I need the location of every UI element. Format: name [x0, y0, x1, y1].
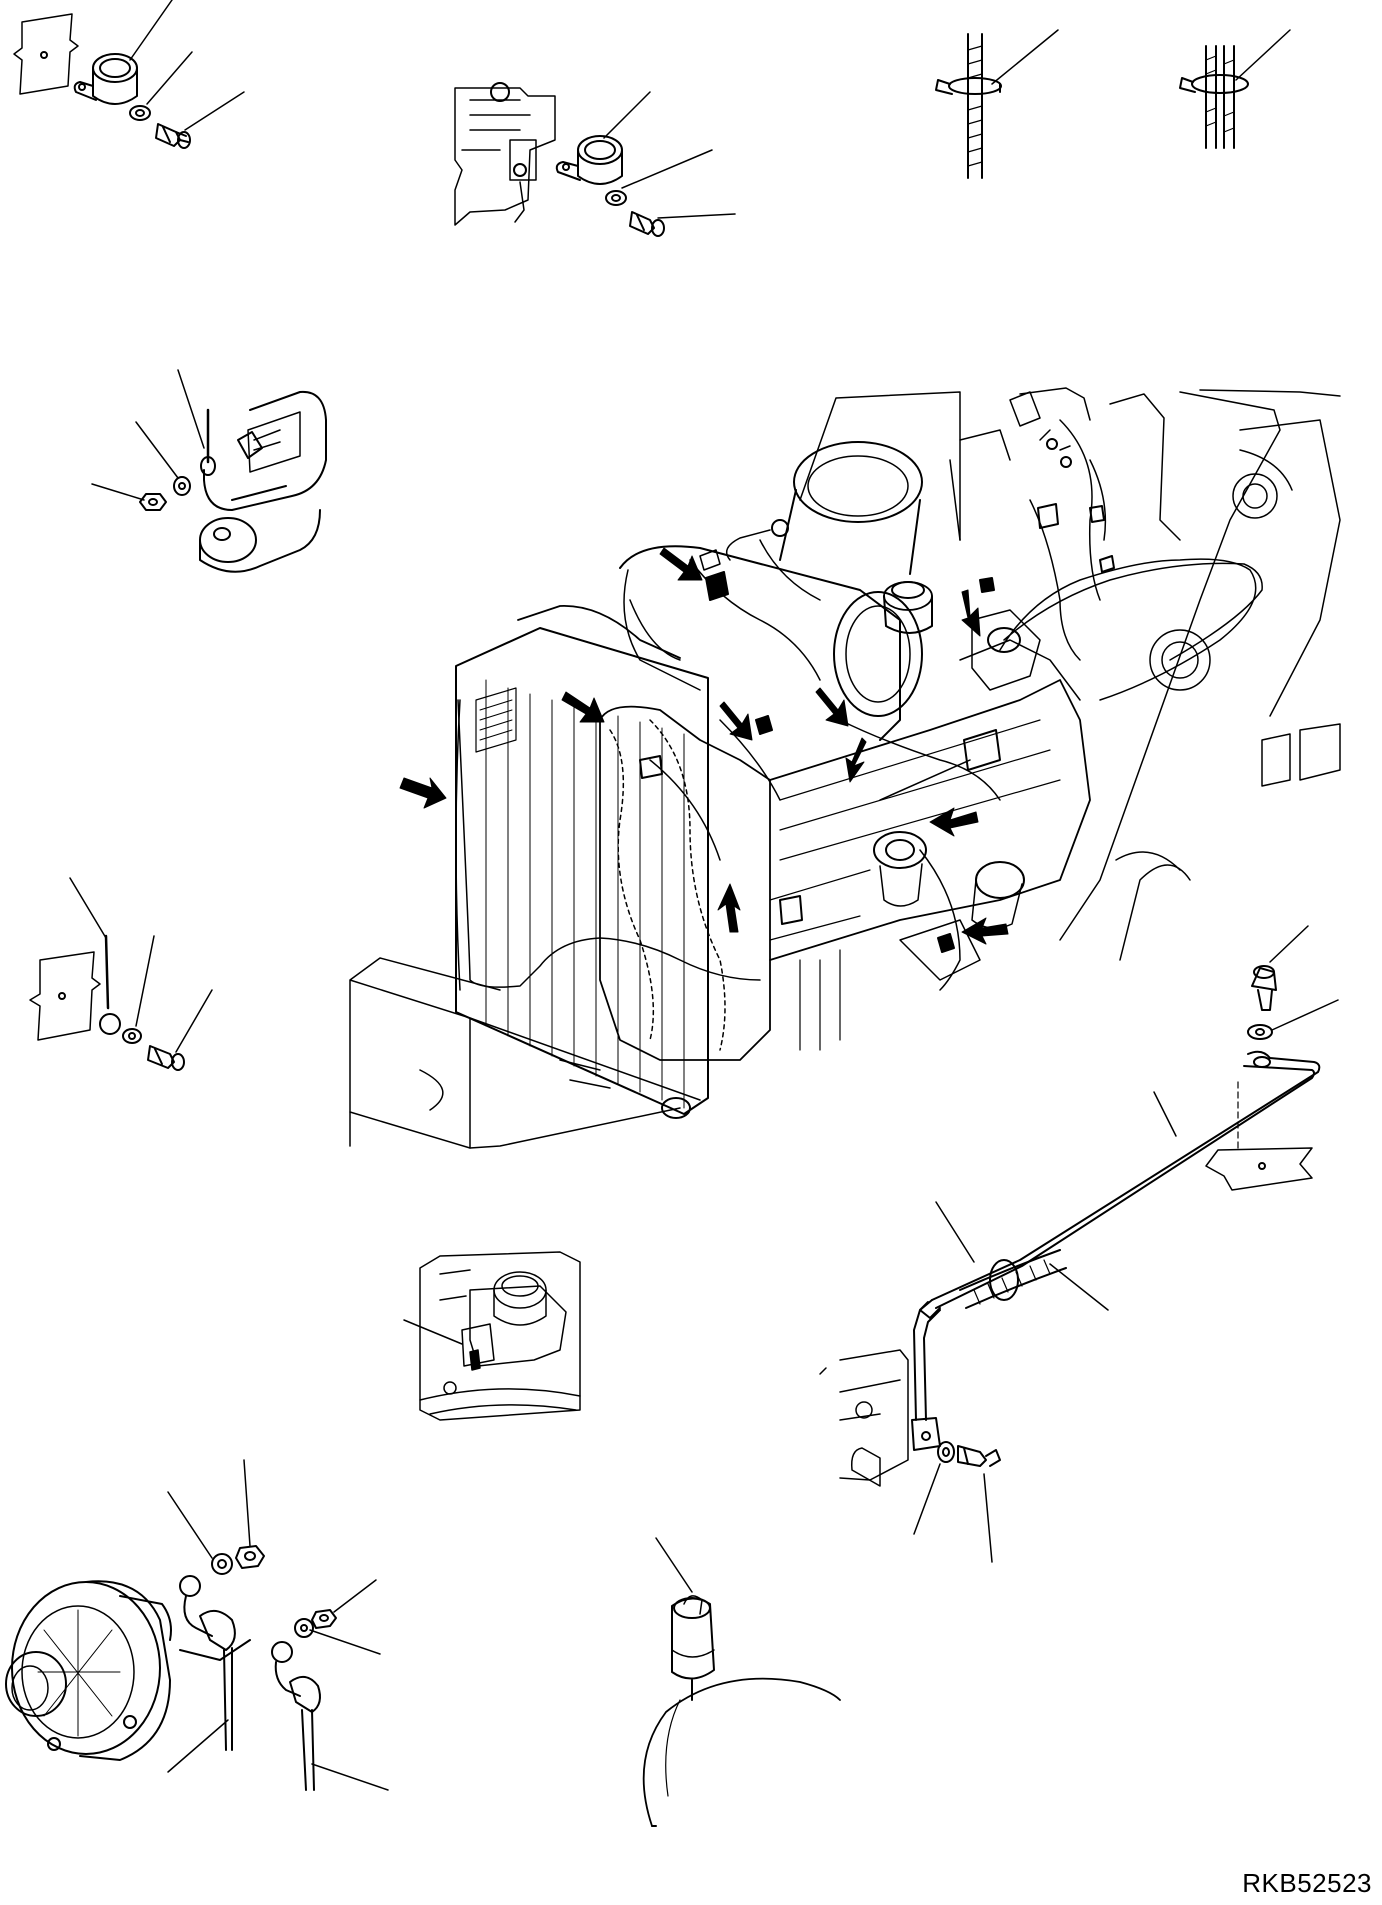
air-cleaner: [619, 545, 923, 741]
washer-part: [1247, 1024, 1273, 1040]
washer-part: [122, 1028, 142, 1044]
harness-connectors: [639, 438, 1115, 925]
arrow-radiator: [399, 777, 447, 809]
clamp-part: [555, 135, 623, 185]
mounting-plate: [29, 951, 101, 1041]
arrow-fan: [561, 691, 605, 723]
detail-band-clip-single: [935, 29, 1059, 179]
terminal-part: [99, 934, 121, 1035]
detail-alternator: [5, 1459, 389, 1791]
detail-relay-bracket: [403, 1251, 581, 1421]
bolt-part: [1251, 965, 1277, 1011]
washer-part: [211, 1553, 233, 1575]
washer-part: [173, 476, 191, 496]
cable-strap: [919, 1050, 1321, 1319]
nut-part: [235, 1545, 265, 1569]
starter-body: [203, 390, 327, 511]
arrow-block: [717, 883, 741, 933]
nut-part: [311, 1609, 337, 1629]
terminal-caps: [705, 571, 995, 953]
clamp-part: [73, 53, 138, 105]
arrow-fuel: [929, 807, 979, 837]
leader-lines: [913, 925, 1339, 1563]
mounting-plate: [1205, 1081, 1313, 1191]
detail-starter-terminal: [91, 369, 327, 573]
washer-part: [294, 1618, 314, 1638]
radiator: [455, 627, 709, 1115]
leader-lines: [91, 369, 205, 501]
detail-ground-strap: [819, 925, 1339, 1563]
cab-outline: [799, 387, 1341, 961]
terminal-part: [200, 408, 216, 476]
intake-duct: [725, 441, 923, 575]
arrow-turbo: [659, 547, 703, 581]
bolt-part: [629, 211, 665, 237]
detail-clamp-on-engine: [454, 82, 736, 237]
terminal-cable-1: [179, 1575, 236, 1751]
detail-terminal-cap: [642, 1537, 841, 1827]
strap-bracket: [911, 1299, 941, 1451]
leader-lines: [129, 0, 245, 131]
corrugated-harness: [959, 1249, 1067, 1309]
arrow-left-engine: [719, 701, 753, 741]
terminal-cable-2: [271, 1641, 321, 1791]
bolt-part: [147, 1045, 185, 1071]
drawing-code: RKB52523: [1242, 1868, 1372, 1898]
arrow-intake: [815, 687, 849, 727]
detail-clamp-on-plate: [13, 0, 245, 149]
radiator-fins: [485, 679, 685, 1109]
locator-arrows: [399, 547, 1009, 945]
detail-band-clip-double: [1179, 29, 1291, 149]
detail-ground-terminal: [29, 877, 213, 1071]
washer-part: [129, 105, 151, 121]
engine-block-sketch: [454, 87, 556, 226]
engine-assembly: [349, 387, 1341, 1149]
mounting-plate: [13, 13, 79, 95]
engine-block-sketch: [819, 1349, 909, 1487]
leader-lines: [603, 91, 736, 219]
nut-part: [139, 493, 167, 511]
bolt-part: [155, 123, 191, 149]
arrow-starter: [961, 917, 1009, 945]
bolt-part: [957, 1445, 1001, 1467]
arrow-manifold: [961, 589, 981, 637]
leader-lines: [69, 877, 213, 1053]
washer-part: [937, 1441, 955, 1463]
turbocharger: [883, 581, 933, 634]
arrow-manifold-2: [845, 737, 867, 783]
washer-part: [605, 190, 627, 206]
alternator-body: [5, 1580, 251, 1761]
leader-lines: [167, 1459, 389, 1791]
